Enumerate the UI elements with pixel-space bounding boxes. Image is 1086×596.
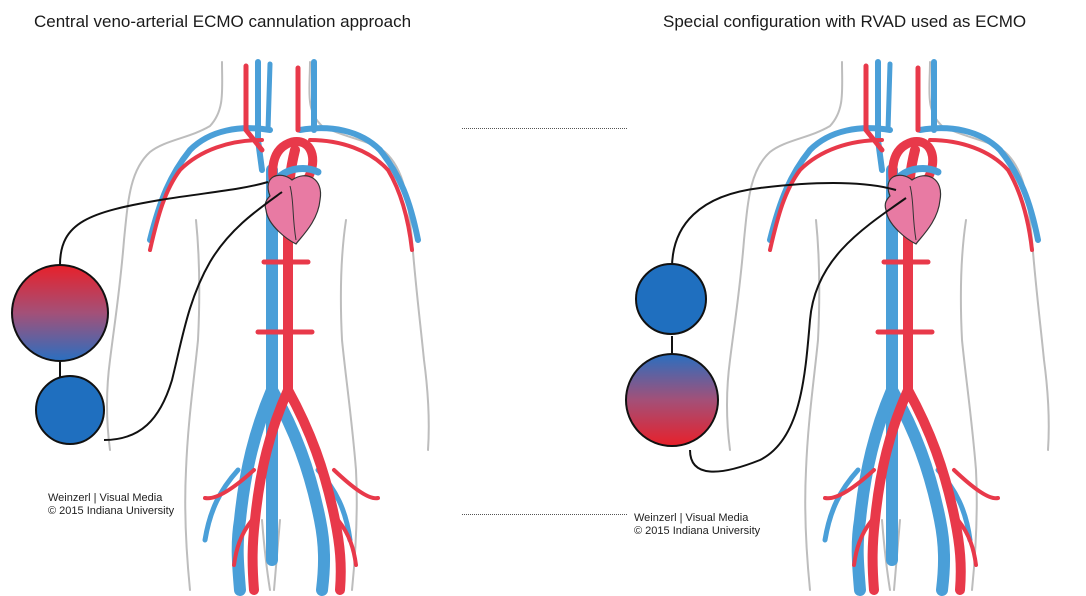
left-pump [36,376,104,444]
left-return-cannula [104,192,282,440]
left-credit: Weinzerl | Visual Media © 2015 Indiana U… [48,492,174,518]
left-credit-line2: © 2015 Indiana University [48,505,174,518]
right-oxygenator [626,354,718,446]
left-credit-line1: Weinzerl | Visual Media [48,492,174,505]
right-credit: Weinzerl | Visual Media © 2015 Indiana U… [634,512,760,538]
right-body-figure [727,62,1049,590]
right-pump [636,264,706,334]
right-credit-line2: © 2015 Indiana University [634,525,760,538]
right-credit-line1: Weinzerl | Visual Media [634,512,760,525]
left-oxygenator [12,265,108,361]
